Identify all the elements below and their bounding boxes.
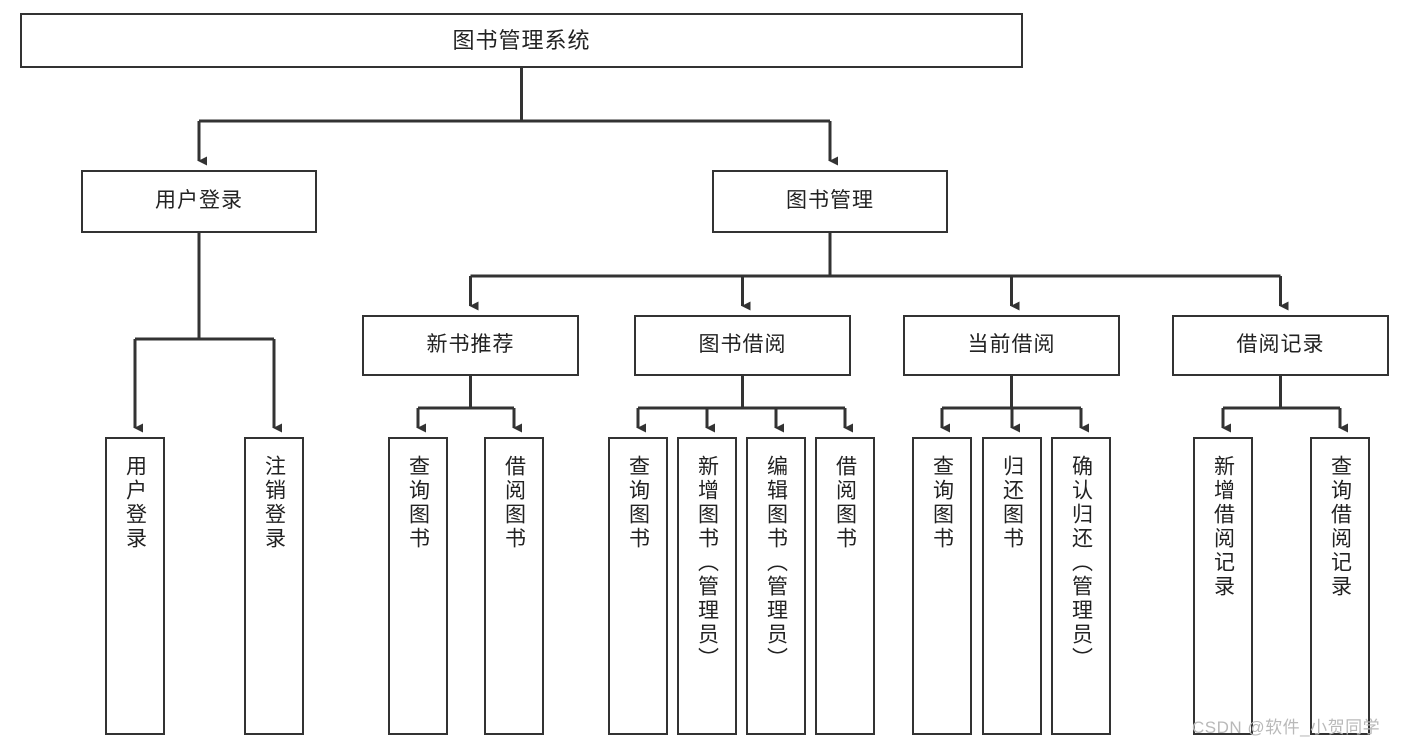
node-records[interactable]: 借阅记录 bbox=[1172, 315, 1389, 376]
node-label: 图书管理 bbox=[786, 189, 874, 213]
node-label: 图书借阅 bbox=[698, 333, 787, 357]
node-label: 确认归还（管理员） bbox=[1069, 455, 1093, 671]
node-leaf-cur-2[interactable]: 归还图书 bbox=[982, 437, 1042, 735]
node-label: 借阅记录 bbox=[1236, 333, 1325, 357]
node-label: 查询图书 bbox=[930, 455, 954, 551]
node-borrow[interactable]: 图书借阅 bbox=[634, 315, 851, 376]
node-label: 图书管理系统 bbox=[452, 27, 591, 53]
node-leaf-rec-2[interactable]: 查询借阅记录 bbox=[1310, 437, 1370, 735]
node-leaf-new-1[interactable]: 查询图书 bbox=[388, 437, 448, 735]
node-label: 新增借阅记录 bbox=[1211, 455, 1235, 599]
node-label: 注销登录 bbox=[262, 455, 286, 551]
node-leaf-login-1[interactable]: 用户登录 bbox=[105, 437, 165, 735]
node-leaf-new-2[interactable]: 借阅图书 bbox=[484, 437, 544, 735]
node-label: 新书推荐 bbox=[426, 333, 515, 357]
node-label: 归还图书 bbox=[1000, 455, 1024, 551]
node-leaf-login-2[interactable]: 注销登录 bbox=[244, 437, 304, 735]
node-label: 查询图书 bbox=[626, 455, 650, 551]
node-leaf-cur-1[interactable]: 查询图书 bbox=[912, 437, 972, 735]
node-label: 查询图书 bbox=[406, 455, 430, 551]
node-leaf-rec-1[interactable]: 新增借阅记录 bbox=[1193, 437, 1253, 735]
node-root[interactable]: 图书管理系统 bbox=[20, 13, 1023, 68]
node-label: 当前借阅 bbox=[967, 333, 1056, 357]
node-label: 查询借阅记录 bbox=[1328, 455, 1352, 599]
node-label: 用户登录 bbox=[155, 189, 243, 213]
node-newbook[interactable]: 新书推荐 bbox=[362, 315, 579, 376]
node-label: 借阅图书 bbox=[833, 455, 857, 551]
node-leaf-cur-3[interactable]: 确认归还（管理员） bbox=[1051, 437, 1111, 735]
csdn-watermark: CSDN @软件_小贺同学 bbox=[1192, 718, 1381, 737]
node-label: 新增图书（管理员） bbox=[695, 455, 719, 671]
node-leaf-borrow-4[interactable]: 借阅图书 bbox=[815, 437, 875, 735]
node-label: 用户登录 bbox=[123, 455, 147, 551]
node-label: 编辑图书（管理员） bbox=[764, 455, 788, 671]
node-current[interactable]: 当前借阅 bbox=[903, 315, 1120, 376]
node-login[interactable]: 用户登录 bbox=[81, 170, 317, 233]
node-label: 借阅图书 bbox=[502, 455, 526, 551]
node-leaf-borrow-1[interactable]: 查询图书 bbox=[608, 437, 668, 735]
node-bookmgmt[interactable]: 图书管理 bbox=[712, 170, 948, 233]
node-leaf-borrow-3[interactable]: 编辑图书（管理员） bbox=[746, 437, 806, 735]
node-leaf-borrow-2[interactable]: 新增图书（管理员） bbox=[677, 437, 737, 735]
